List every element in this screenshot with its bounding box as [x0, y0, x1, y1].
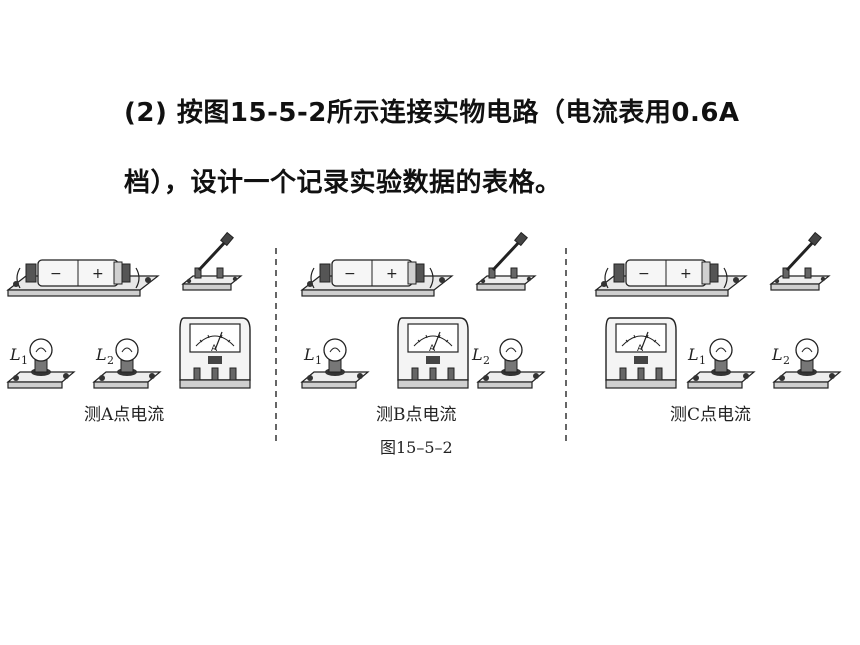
lamp-1-label: L: [687, 345, 699, 364]
switch: [475, 231, 537, 292]
battery: [301, 259, 453, 297]
lamp-1-sub: 1: [315, 354, 322, 367]
lamp-1-label: L: [303, 345, 315, 364]
panel-caption-a: 测A点电流: [84, 405, 164, 425]
panel-measure-a: − + L 1 L 2 A 测A点电流: [7, 231, 251, 425]
switch: [181, 231, 243, 292]
figure-label: 图15–5–2: [380, 438, 453, 457]
lamp-2-label: L: [771, 345, 783, 364]
lamp-2-label: L: [95, 345, 107, 364]
battery-minus-label: −: [344, 266, 356, 282]
lamp-1-label: L: [9, 345, 21, 364]
switch: [769, 231, 831, 292]
lamp-1-sub: 1: [21, 354, 28, 367]
battery-minus-label: −: [638, 266, 650, 282]
lamp-1-sub: 1: [699, 354, 706, 367]
battery: [7, 259, 159, 297]
battery-minus-label: −: [50, 266, 62, 282]
question-text: (2) 按图15-5-2所示连接实物电路（电流表用0.6A 档），设计一个记录实…: [124, 78, 804, 218]
panel-measure-b: − + L 1 A L 2 测B点电流: [301, 231, 545, 425]
battery-plus-label: +: [386, 266, 398, 282]
lamp-2-sub: 2: [783, 354, 790, 367]
battery-plus-label: +: [92, 266, 104, 282]
battery-plus-label: +: [680, 266, 692, 282]
ammeter-symbol: A: [429, 344, 436, 354]
ammeter-symbol: A: [211, 344, 218, 354]
question-line-1: (2) 按图15-5-2所示连接实物电路（电流表用0.6A: [124, 98, 740, 128]
lamp-2-sub: 2: [107, 354, 114, 367]
ammeter-symbol: A: [637, 344, 644, 354]
battery: [595, 259, 747, 297]
lamp-2-sub: 2: [483, 354, 490, 367]
question-line-2: 档），设计一个记录实验数据的表格。: [124, 168, 562, 198]
lamp-2-label: L: [471, 345, 483, 364]
panel-measure-c: − + A L 1 L 2 测C点电流: [595, 231, 841, 425]
panel-caption-b: 测B点电流: [376, 405, 457, 425]
panel-caption-c: 测C点电流: [670, 405, 751, 425]
circuit-figure: − + L 1 L 2 A 测A点电流 − + L 1 A L 2 测B点电流 …: [7, 231, 841, 457]
